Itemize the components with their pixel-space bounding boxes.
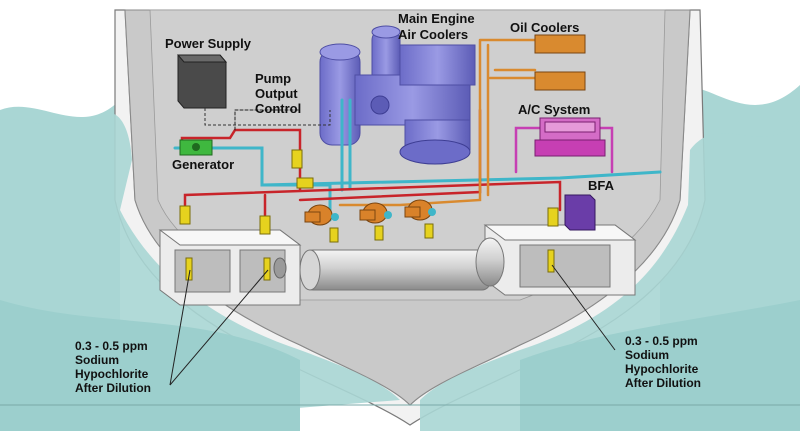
ac-system-label: A/C System <box>518 102 590 117</box>
pump-output-label-2: Output <box>255 86 298 101</box>
propeller-shaft-icon <box>299 237 505 291</box>
dose-right-line-4: After Dilution <box>625 376 701 390</box>
oil-coolers-label: Oil Coolers <box>510 20 579 35</box>
pump-output-label-3: Control <box>255 101 301 116</box>
generator-icon <box>179 139 213 156</box>
generator-label: Generator <box>172 157 234 172</box>
sea-bottom-right <box>520 300 800 431</box>
ac-pipes <box>514 126 614 174</box>
dose-left-line-3: Hypochlorite <box>75 367 149 381</box>
dose-right-line-2: Sodium <box>625 348 669 362</box>
engine-icon <box>319 25 476 165</box>
sea-bottom <box>0 300 300 431</box>
oil-cooler-icon <box>534 34 586 91</box>
power-supply-label: Power Supply <box>165 36 252 51</box>
sea-chest-icon <box>483 224 637 296</box>
pump-output-label-1: Pump <box>255 71 291 86</box>
pump-icon <box>304 199 436 226</box>
dose-left-line-1: 0.3 - 0.5 ppm <box>75 339 148 353</box>
sea-chest-icon <box>158 229 302 306</box>
dose-right-line-1: 0.3 - 0.5 ppm <box>625 334 698 348</box>
bfa-label: BFA <box>588 178 615 193</box>
bfa-icon <box>564 194 596 231</box>
power-supply-icon <box>176 54 228 109</box>
main-engine-label-2: Air Coolers <box>398 27 468 42</box>
main-engine-label: Main Engine <box>398 11 475 26</box>
dose-leaders <box>169 264 616 386</box>
dose-left-line-2: Sodium <box>75 353 119 367</box>
ac-unit-icon <box>534 117 606 157</box>
injector-icon <box>179 149 559 281</box>
dose-right-line-3: Hypochlorite <box>625 362 699 376</box>
dose-left-line-4: After Dilution <box>75 381 151 395</box>
control-lines <box>204 108 331 126</box>
